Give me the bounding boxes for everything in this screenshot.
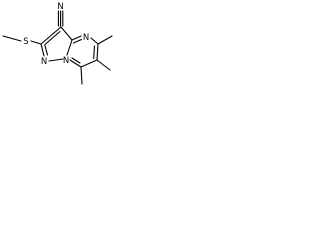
ring-nitrogen-n2-label: N	[41, 57, 47, 67]
nitrile-nitrogen-label: N	[57, 2, 63, 12]
bond-c2-c3-double	[44, 30, 61, 46]
bridgehead-nitrogen-label: N	[63, 56, 69, 66]
bond-c5-methyl	[97, 35, 113, 45]
bond-n8-c3a	[66, 39, 73, 56]
bond-c3a-n4	[71, 35, 82, 41]
ring-nitrogen-n4-label: N	[83, 33, 89, 43]
bond-s-methyl	[2, 35, 22, 42]
bonds	[2, 10, 113, 85]
bond-c6-methyl	[96, 59, 111, 71]
sulfur-label: S	[23, 37, 28, 47]
bond-n1-c2	[40, 43, 45, 57]
bond-n4-c5	[90, 37, 99, 45]
bond-c7-n8	[69, 59, 82, 68]
atom-labels: N N N N S	[23, 2, 89, 67]
bond-n1-c2-double	[44, 44, 49, 56]
bond-n8-n1	[48, 58, 64, 62]
bond-c5-c6-double	[93, 45, 96, 60]
bond-c7-n8-double	[71, 57, 81, 64]
bond-c6-c7	[80, 59, 98, 68]
molecule-structure: N N N N S	[2, 2, 113, 85]
bond-c5-c6	[96, 43, 99, 61]
bond-c2-c3	[40, 26, 62, 45]
bond-c3-c3a	[60, 26, 73, 41]
bond-c7-methyl	[80, 66, 83, 85]
bond-c3a-n4-double	[72, 38, 83, 44]
bond-c2-s	[30, 40, 42, 45]
